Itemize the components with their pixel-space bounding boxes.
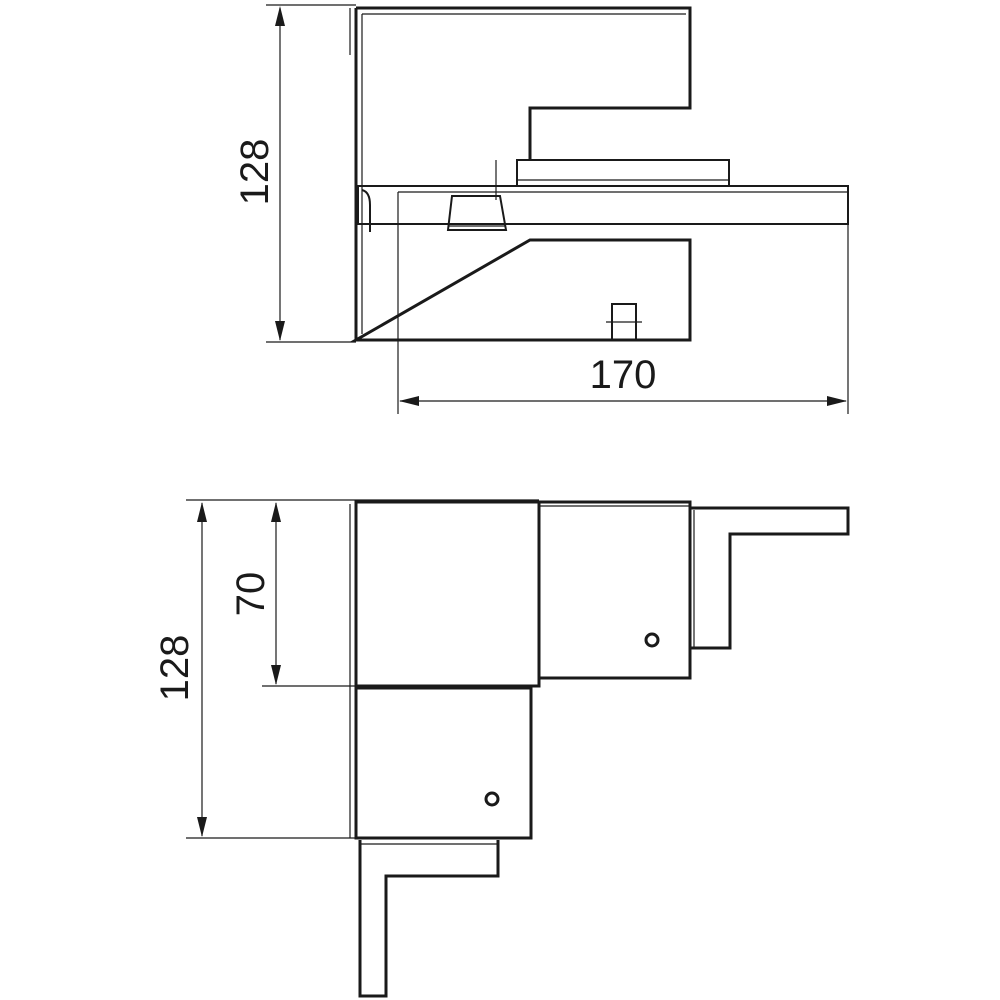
dim3-label-inner: 70 (229, 572, 273, 617)
dim2-arrow-down (197, 817, 207, 837)
dim3-arrow-down (271, 665, 281, 685)
top-cover-plate (516, 159, 730, 187)
dim-arrow-left (399, 396, 419, 406)
dim-arrow-up (275, 6, 285, 26)
top-left-flange (361, 189, 371, 232)
dim2-arrow-up (197, 502, 207, 522)
top-profile-outline (356, 6, 692, 160)
corner-block-upper (354, 500, 541, 688)
top-view: 128 170 (233, 4, 849, 414)
dim-arrow-down (275, 321, 285, 341)
right-arm (539, 500, 692, 680)
lower-block (354, 686, 533, 840)
right-tab (690, 506, 850, 650)
dim2-label-total: 128 (153, 635, 197, 702)
dim-label-width: 170 (590, 353, 657, 397)
lower-block-hole (484, 791, 500, 807)
top-profile-lower-arm (350, 8, 692, 342)
top-clip (446, 195, 508, 231)
bottom-view: 128 70 (153, 499, 850, 998)
right-arm-hole (644, 632, 660, 648)
bottom-tab (358, 840, 500, 998)
dim-label-height: 128 (233, 139, 277, 206)
dim3-arrow-up (271, 502, 281, 522)
dim-arrow-right (827, 396, 847, 406)
